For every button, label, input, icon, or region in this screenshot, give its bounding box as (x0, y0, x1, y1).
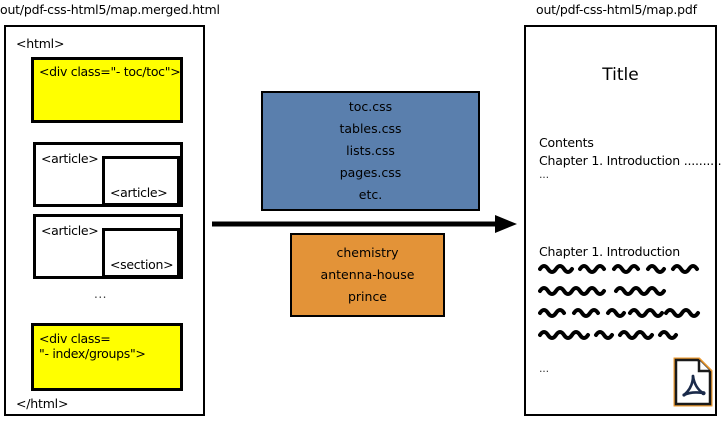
css-item: tables.css (339, 121, 402, 136)
nested-article-box: <article> (102, 156, 180, 206)
vendor-item: prince (347, 289, 388, 304)
article-box-1: <article> <article> (33, 142, 183, 207)
html-document-panel: <html> <div class="- toc/toc"> <article>… (4, 25, 205, 416)
index-div-label: <div class="- index/groups"> (39, 331, 146, 361)
html-close-tag: </html> (16, 396, 69, 411)
css-item: pages.css (339, 165, 402, 180)
right-arrow-icon (212, 214, 517, 234)
pdf-body-ellipsis: ... (539, 362, 549, 375)
nested-section-box: <section> (102, 228, 180, 278)
index-div-label-line2: "- index/groups"> (39, 346, 146, 361)
toc-div-box: <div class="- toc/toc"> (31, 57, 183, 123)
pdf-page-title: Title (602, 65, 639, 85)
pdf-toc-entry: Chapter 1. Introduction .......... 3 (539, 153, 726, 168)
pdf-page-panel: Title Contents Chapter 1. Introduction .… (524, 25, 726, 416)
index-div-label-line1: <div class= (39, 331, 111, 346)
article-box-2: <article> <section> (33, 214, 183, 279)
vendor-item: antenna-house (320, 267, 415, 282)
article-2-nested-tag: <section> (110, 257, 174, 272)
css-item: toc.css (348, 99, 393, 114)
pdf-toc-ellipsis: ... (539, 168, 549, 181)
css-item: etc. (358, 187, 383, 202)
html-open-tag: <html> (16, 36, 65, 51)
vendor-item: chemistry (336, 245, 399, 260)
pdf-contents-heading: Contents (539, 135, 594, 150)
pdf-body-placeholder-text (538, 260, 704, 352)
pdf-file-icon (673, 357, 713, 407)
article-2-outer-tag: <article> (41, 223, 99, 238)
index-groups-div-box: <div class="- index/groups"> (31, 323, 183, 391)
source-file-caption: out/pdf-css-html5/map.merged.html (0, 2, 220, 17)
css-item: lists.css (346, 143, 395, 158)
html-content-ellipsis: ... (94, 287, 107, 301)
article-1-nested-tag: <article> (110, 185, 168, 200)
css-stylesheets-box: toc.css tables.css lists.css pages.css e… (261, 91, 480, 211)
toc-div-label: <div class="- toc/toc"> (39, 64, 181, 79)
pdf-chapter-heading: Chapter 1. Introduction (539, 244, 680, 259)
output-file-caption: out/pdf-css-html5/map.pdf (536, 2, 697, 17)
article-1-outer-tag: <article> (41, 151, 99, 166)
formatter-vendors-box: chemistry antenna-house prince (290, 233, 445, 317)
